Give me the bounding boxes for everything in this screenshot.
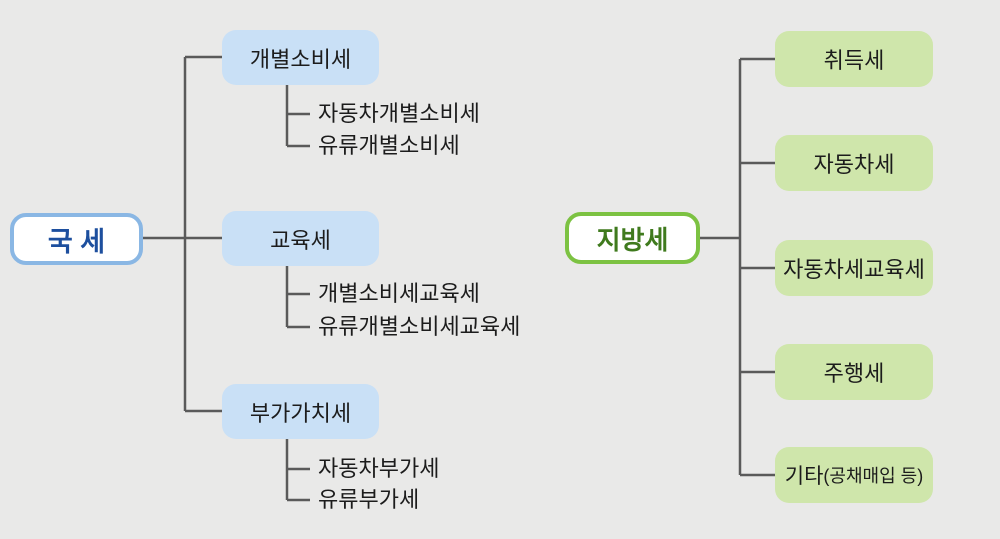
node-driving-tax: 주행세 (775, 344, 933, 400)
leaf-individual-consumption-education-tax: 개별소비세교육세 (318, 281, 480, 306)
leaf-fuel-vat: 유류부가세 (318, 487, 420, 512)
leaf-fuel-individual-consumption-tax: 유류개별소비세 (318, 133, 460, 158)
node-education-tax: 교육세 (222, 211, 379, 266)
node-value-added-tax: 부가가치세 (222, 384, 379, 439)
leaf-auto-individual-consumption-tax: 자동차개별소비세 (318, 101, 480, 126)
leaf-auto-vat: 자동차부가세 (318, 456, 440, 481)
node-automobile-education-tax: 자동차세교육세 (775, 240, 933, 296)
node-national-tax-root: 국 세 (10, 213, 143, 265)
etc-label: 기타 (784, 465, 824, 488)
leaf-fuel-individual-consumption-education-tax: 유류개별소비세교육세 (318, 314, 521, 339)
node-etc-tax: 기타(공채매입 등) (775, 447, 933, 503)
node-automobile-tax: 자동차세 (775, 135, 933, 191)
node-individual-consumption-tax: 개별소비세 (222, 30, 379, 85)
etc-label-suffix: (공채매입 등) (823, 466, 924, 486)
node-acquisition-tax: 취득세 (775, 31, 933, 87)
node-local-tax-root: 지방세 (565, 212, 700, 264)
